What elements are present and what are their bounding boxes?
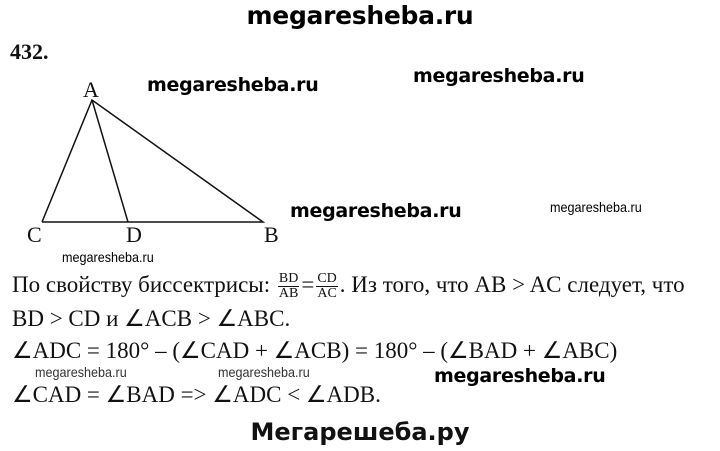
numerator: CD [316,271,338,288]
watermark: megaresheba.ru [290,200,462,222]
label-d: D [126,222,142,247]
footer-site-title: Мегарешеба.ру [250,418,470,446]
watermark: megaresheba.ru [35,364,127,380]
bisector-ad [91,99,129,223]
watermark: megaresheba.ru [413,65,585,87]
watermark: megaresheba.ru [434,365,606,387]
solution-line-2: BD > CD и ∠ACB > ∠ABC. [12,306,291,331]
label-c: C [27,222,42,247]
watermark: megaresheba.ru [62,249,154,265]
watermark: megaresheba.ru [550,199,642,215]
equals: = [301,272,315,297]
watermark: megaresheba.ru [218,364,310,380]
numerator: BD [277,271,300,288]
triangle-abc [41,98,266,223]
header-site-title: megaresheba.ru [246,1,474,30]
label-b: B [264,222,279,247]
task-number: 432. [10,39,49,64]
text: По свойству биссектрисы: [12,272,271,297]
denominator: AC [317,286,337,302]
denominator: AB [278,286,299,302]
text: . Из того, что AB > AC следует, что [339,272,685,297]
triangle-figure [41,98,266,223]
solution-line-4: ∠CAD = ∠BAD => ∠ADC < ∠ADB. [12,382,381,407]
label-a: A [83,77,99,102]
solution-line-3: ∠ADC = 180° – (∠CAD + ∠ACB) = 180° – (∠B… [12,338,618,363]
watermark: megaresheba.ru [147,74,319,96]
